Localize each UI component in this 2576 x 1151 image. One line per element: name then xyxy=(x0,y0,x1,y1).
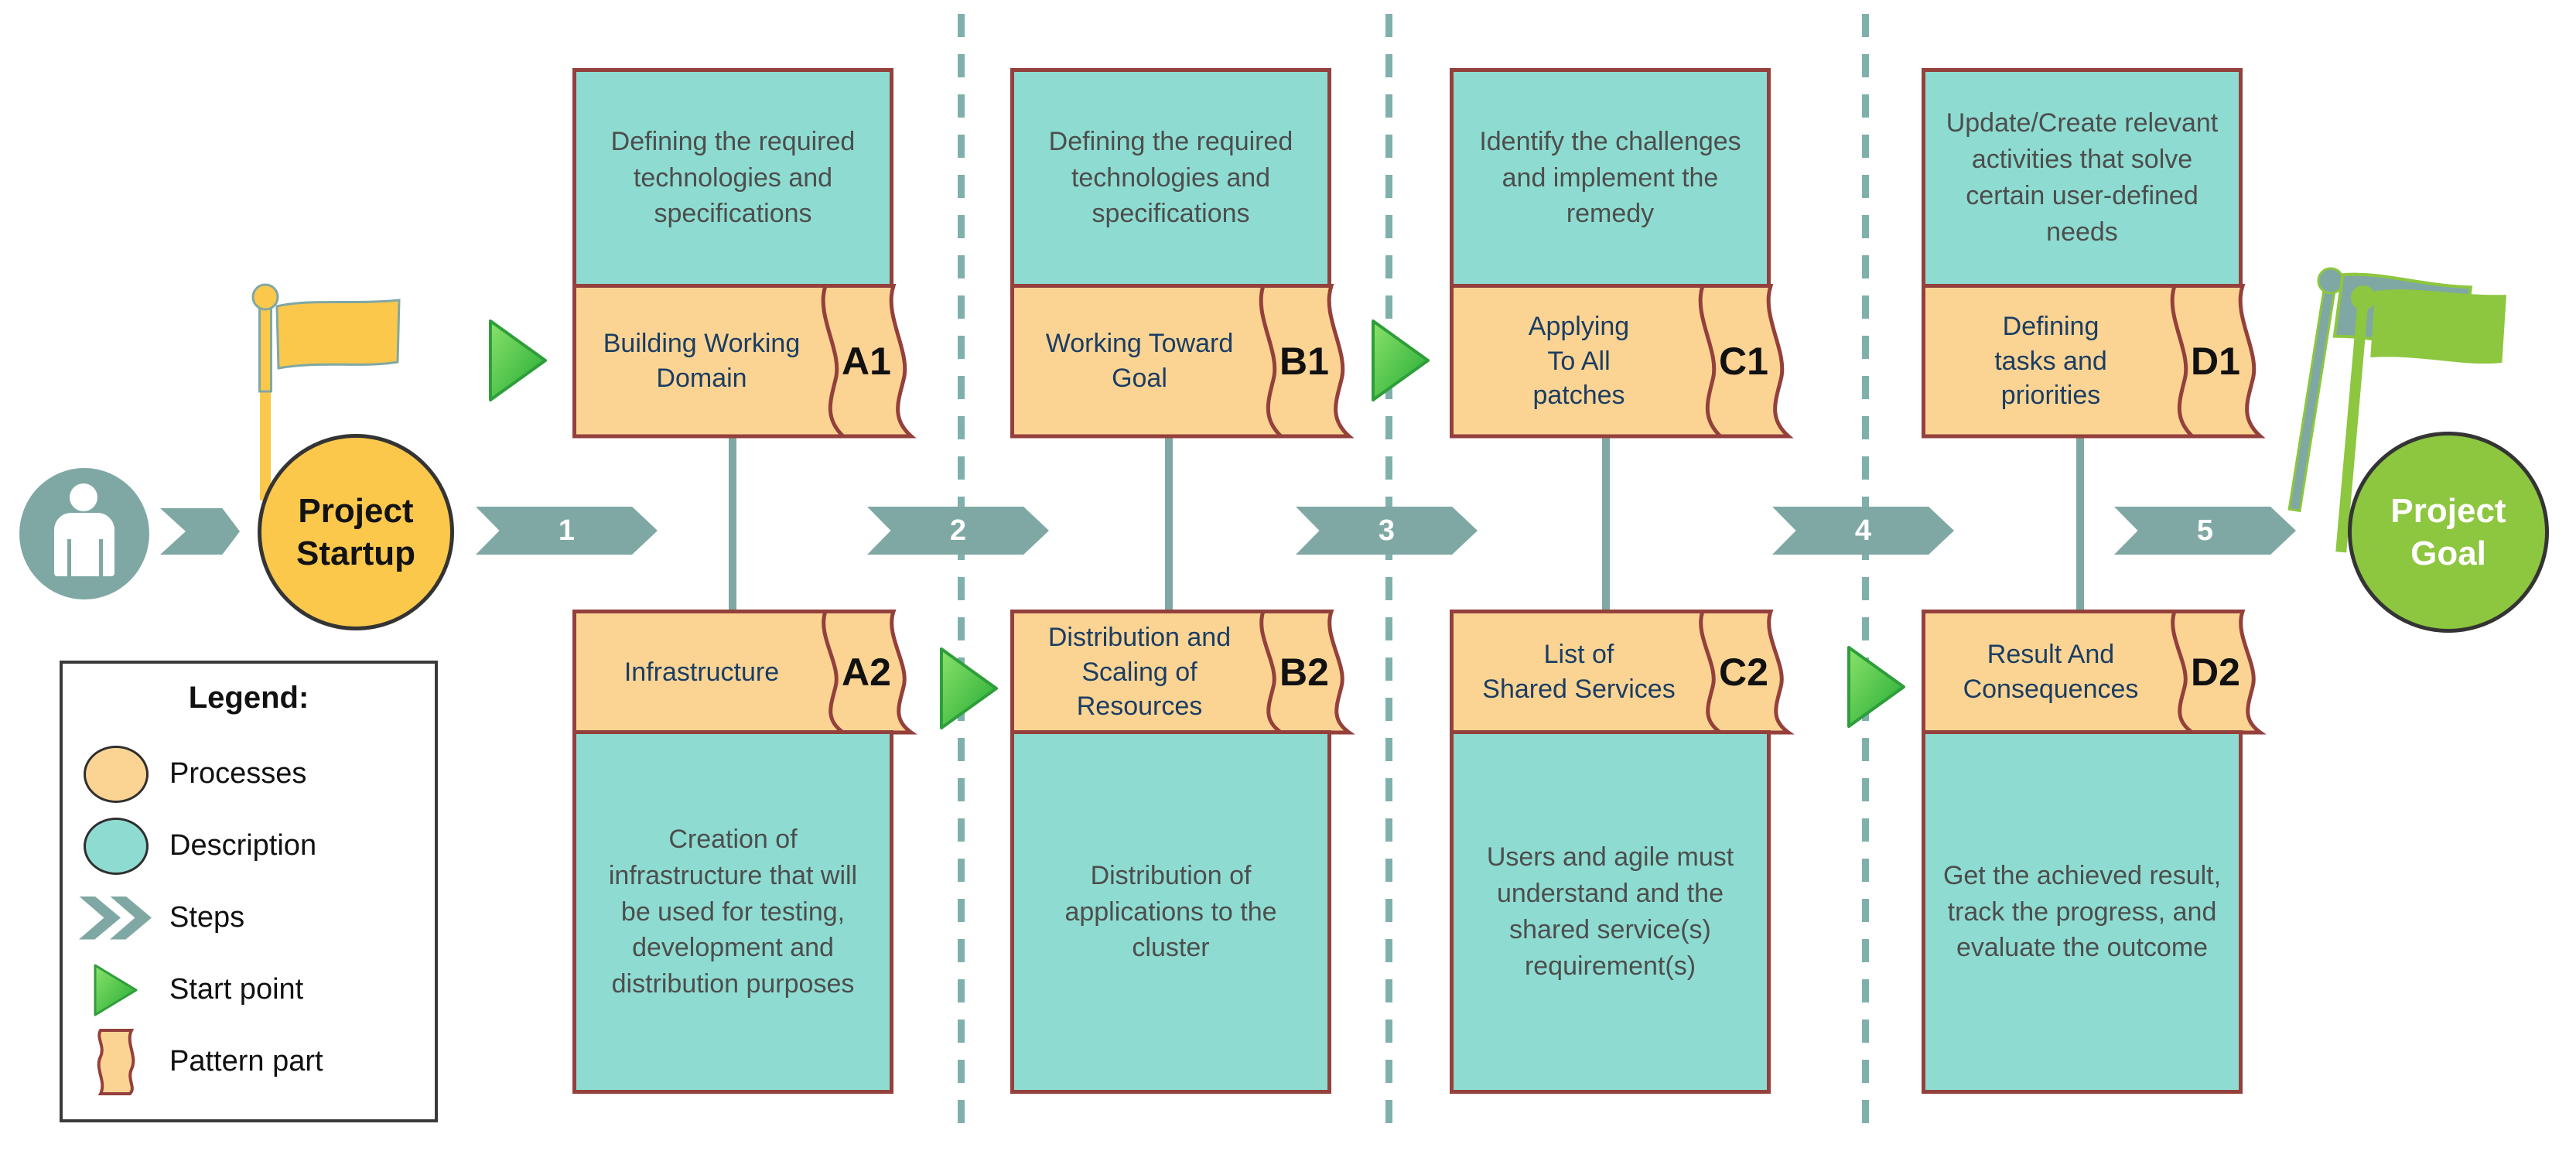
step-number: 3 xyxy=(1378,514,1396,547)
person-arm-gap xyxy=(99,539,103,576)
phase-divider-1 xyxy=(958,14,965,1132)
step-arrow-4: 4 xyxy=(1772,507,1954,555)
pattern-part-shape xyxy=(572,610,917,735)
legend-item-label: Processes xyxy=(169,757,307,790)
process-tag: B1 xyxy=(1279,340,1329,383)
process-box-d1: Defining tasks and priorities D1 xyxy=(1922,284,2277,439)
pattern-part-shape xyxy=(1450,284,1794,439)
description-text: Creation of infrastructure that will be … xyxy=(608,824,858,999)
step-arrow-1: 1 xyxy=(476,507,658,555)
description-box-d1: Update/Create relevant activities that s… xyxy=(1922,68,2243,288)
legend-title: Legend: xyxy=(188,681,309,715)
step-arrow-3: 3 xyxy=(1296,507,1478,555)
description-text: Distribution of applications to the clus… xyxy=(1064,860,1277,963)
description-box-b2: Distribution of applications to the clus… xyxy=(1010,730,1331,1094)
pattern-part-shape xyxy=(1010,284,1355,439)
legend-item-steps: Steps xyxy=(63,882,435,954)
start-flag-icon xyxy=(251,283,401,500)
process-tag: C2 xyxy=(1719,651,1768,694)
process-box-c1: Applying To All patches C1 xyxy=(1450,284,1806,439)
legend-item-label: Steps xyxy=(169,901,245,934)
pattern-part-shape xyxy=(1450,610,1795,735)
start-point-icon xyxy=(1847,646,1905,728)
description-box-c2: Users and agile must understand and the … xyxy=(1450,730,1771,1094)
process-box-d2: Result And Consequences D2 xyxy=(1922,610,2277,735)
step-number: 2 xyxy=(949,514,967,547)
description-box-b1: Defining the required technologies and s… xyxy=(1010,68,1331,288)
process-box-a2: Infrastructure A2 xyxy=(572,610,928,735)
project-startup-label: Project Startup xyxy=(296,492,415,572)
connector-line-a xyxy=(729,436,736,611)
description-text: Get the achieved result, track the progr… xyxy=(1942,860,2222,963)
process-tag: A1 xyxy=(842,340,891,383)
step-number: 4 xyxy=(1854,514,1872,547)
connector-line-b xyxy=(1165,436,1173,611)
pattern-part-shape xyxy=(1922,284,2266,439)
steps-chevrons-icon xyxy=(79,896,153,940)
description-box-d2: Get the achieved result, track the progr… xyxy=(1922,730,2243,1094)
legend-item-label: Start point xyxy=(169,973,304,1006)
start-point-icon xyxy=(1372,319,1430,401)
process-tag: B2 xyxy=(1279,651,1329,694)
pattern-part-shape xyxy=(1010,610,1355,735)
flow-arrow-icon xyxy=(160,508,240,555)
phase-divider-3 xyxy=(1862,14,1869,1132)
process-label: Result And Consequences xyxy=(1963,640,2139,704)
description-text: Defining the required technologies and s… xyxy=(1048,126,1293,229)
legend-item-processes: Processes xyxy=(63,738,435,810)
project-goal-node: Project Goal xyxy=(2348,432,2549,633)
goal-flags-icon xyxy=(2287,267,2507,553)
person-icon xyxy=(19,468,149,599)
pattern-part-shape xyxy=(1922,610,2267,735)
process-tag: D1 xyxy=(2191,340,2240,383)
start-point-icon xyxy=(489,319,547,401)
description-text: Users and agile must understand and the … xyxy=(1486,842,1734,981)
person-torso xyxy=(54,513,114,576)
person-head xyxy=(70,483,97,511)
start-point-icon xyxy=(940,647,998,729)
process-ellipse-icon xyxy=(84,745,149,803)
process-box-a1: Building Working Domain A1 xyxy=(572,284,928,439)
description-box-c1: Identify the challenges and implement th… xyxy=(1450,68,1771,288)
description-text: Identify the challenges and implement th… xyxy=(1479,126,1741,229)
project-startup-node: Project Startup xyxy=(258,434,454,630)
process-label: Distribution and Scaling of Resources xyxy=(1047,622,1232,722)
phase-divider-2 xyxy=(1385,14,1392,1132)
step-arrow-5: 5 xyxy=(2114,507,2296,555)
process-box-c2: List of Shared Services C2 xyxy=(1450,610,1806,735)
connector-line-d xyxy=(2076,436,2084,611)
legend-item-label: Description xyxy=(169,829,317,862)
description-box-a1: Defining the required technologies and s… xyxy=(572,68,893,288)
legend: Legend: Processes Description Steps xyxy=(60,661,438,1122)
process-tag: D2 xyxy=(2191,651,2240,694)
process-tag: C1 xyxy=(1719,340,1768,383)
process-label: List of Shared Services xyxy=(1482,640,1676,704)
pattern-part-shape xyxy=(572,284,917,439)
connector-line-c xyxy=(1602,436,1610,611)
legend-item-pattern-part: Pattern part xyxy=(63,1026,435,1098)
process-box-b2: Distribution and Scaling of Resources B2 xyxy=(1010,610,1366,735)
step-number: 1 xyxy=(558,514,576,547)
process-label: Working Toward Goal xyxy=(1045,329,1234,393)
process-label: Applying To All patches xyxy=(1528,311,1630,411)
process-tag: A2 xyxy=(842,651,891,694)
start-point-icon xyxy=(94,964,138,1016)
description-text: Update/Create relevant activities that s… xyxy=(1946,108,2219,247)
legend-item-label: Pattern part xyxy=(169,1045,323,1078)
process-label: Infrastructure xyxy=(624,657,780,687)
legend-item-start-point: Start point xyxy=(63,954,435,1026)
pattern-part-ribbon-icon xyxy=(97,1028,135,1095)
legend-item-description: Description xyxy=(63,810,435,882)
step-arrow-2: 2 xyxy=(867,507,1049,555)
description-ellipse-icon xyxy=(84,817,149,875)
process-label: Defining tasks and priorities xyxy=(1994,311,2107,411)
person-arm-gap xyxy=(67,539,71,576)
description-box-a2: Creation of infrastructure that will be … xyxy=(572,730,893,1094)
step-number: 5 xyxy=(2196,514,2214,547)
project-goal-label: Project Goal xyxy=(2390,492,2506,572)
process-label: Building Working Domain xyxy=(603,329,801,393)
process-box-b1: Working Toward Goal B1 xyxy=(1010,284,1366,439)
description-text: Defining the required technologies and s… xyxy=(610,126,856,229)
